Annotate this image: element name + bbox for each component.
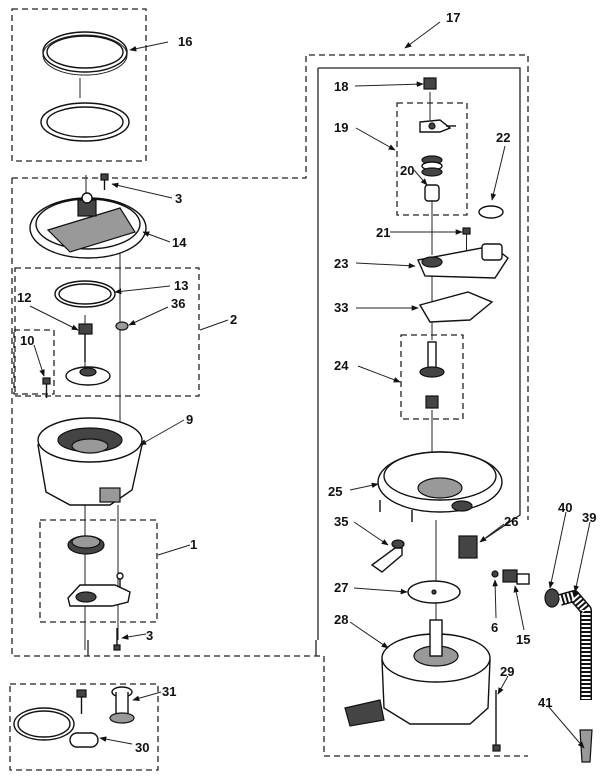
callout-20: 20 [400,163,414,178]
callout-22: 22 [496,130,510,145]
callout-35: 35 [334,514,348,529]
main-assembly-outline [11,54,529,757]
impeller-disc-part [65,366,111,386]
callout-15: 15 [516,632,530,647]
disc-27-part [407,580,461,604]
washer-part [115,321,129,331]
callout-40: 40 [558,500,572,515]
callout-2: 2 [230,312,237,327]
callout-39: 39 [582,510,596,525]
fitting-15-part [502,569,530,585]
callout-41: 41 [538,695,552,710]
spring-part [421,155,443,177]
box-16-group [11,8,147,162]
screw-lower-part [113,628,121,651]
callout-33: 33 [334,300,348,315]
callout-12: 12 [17,290,31,305]
callout-25: 25 [328,484,342,499]
plunger-part [424,184,440,202]
callout-26: 26 [504,514,518,529]
screw-part [100,173,109,190]
o-ring-22-part [478,205,504,219]
hose-end-41-part [579,729,593,763]
loop-line [87,640,317,656]
callout-16: 16 [178,34,192,49]
callout-19: 19 [334,120,348,135]
callout-24: 24 [334,358,349,373]
callout-18: 18 [334,79,348,94]
callout-29: 29 [500,664,514,679]
pump-assembly-outline [317,67,521,640]
float-switch-part [419,119,456,133]
screw-30-part [76,689,87,714]
screw-10-part [42,377,51,398]
gasket-part [40,102,130,142]
shaft-24-part [419,341,445,409]
cover-plate-23-part [417,243,509,279]
callout-1: 1 [190,537,197,552]
seal-ring-part [54,280,116,308]
box-30-group [9,683,159,771]
callout-30: 30 [135,740,149,755]
o-ring-30-part [13,707,75,741]
callout-9: 9 [186,412,193,427]
nut-18-part [423,77,437,90]
fitting-31-part [109,686,135,724]
callout-labels: 16 17 3 14 18 19 22 20 21 23 13 36 2 12 … [17,10,596,755]
callout-23: 23 [334,256,348,271]
motor-housing-25-part [377,451,503,522]
elbow-hose-35-part [370,539,405,573]
callout-31: 31 [162,684,176,699]
tub-ring-seal-part [42,31,128,76]
leader-lines [29,21,591,749]
callout-6: 6 [491,620,498,635]
callout-13: 13 [174,278,188,293]
callout-21: 21 [376,225,390,240]
nut-part [78,323,93,362]
callout-17: 17 [446,10,460,25]
filter-screen-part [67,535,105,555]
callout-3: 3 [175,191,182,206]
clamp-6-part [491,570,499,578]
clamp-40-part [544,588,560,608]
cover-plate-part [29,192,147,259]
callout-28: 28 [334,612,348,627]
box-19-group [396,102,468,216]
gasket-33-part [418,291,494,323]
chopper-bracket-part [67,572,131,607]
callout-3-lower: 3 [146,628,153,643]
callout-36: 36 [171,296,185,311]
gasket-30-part [69,732,99,748]
callout-14: 14 [172,235,187,250]
callout-27: 27 [334,580,348,595]
drain-hose-39-part [558,590,592,700]
pump-housing-part [37,417,143,506]
box-10-group [13,329,55,395]
motor-28-part [344,619,491,727]
box-2-group [14,267,200,397]
callout-10: 10 [20,333,34,348]
clip-26-part [458,535,478,559]
screw-29-part [492,690,501,752]
